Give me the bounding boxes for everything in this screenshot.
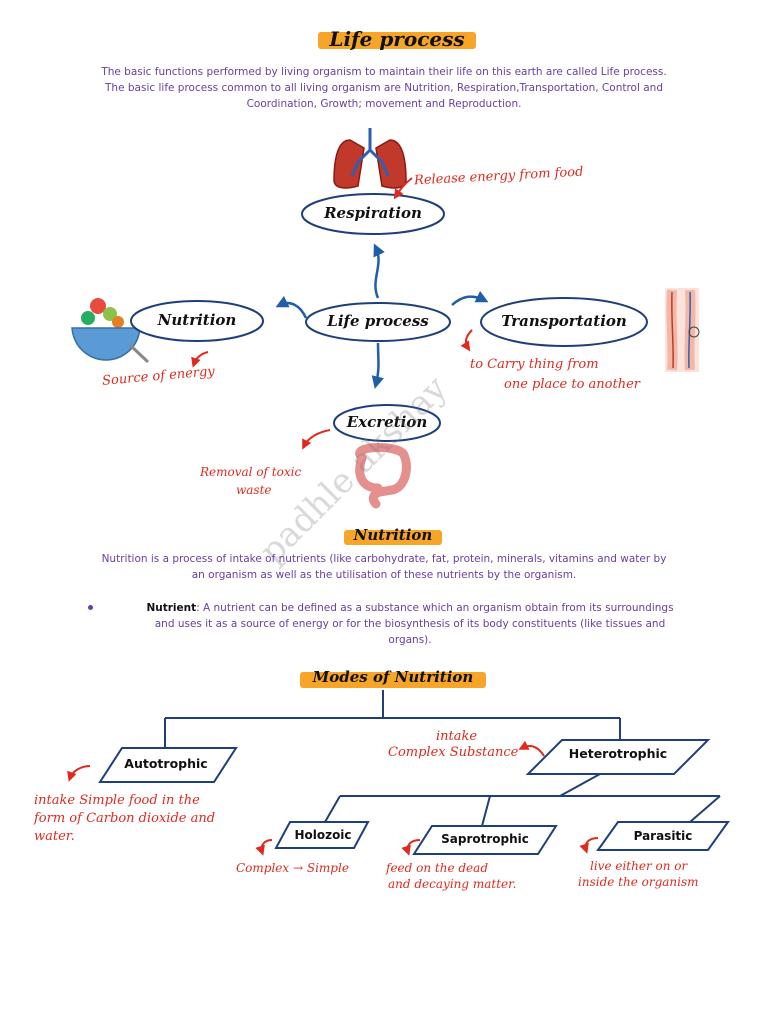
- nutrition-para-line-2: an organism as well as the utilisation o…: [191, 569, 577, 581]
- red-arrow-transport: [460, 329, 473, 352]
- lungs-icon: [333, 128, 407, 189]
- note-auto-3: water.: [34, 829, 75, 844]
- nutrition-para-line-1: Nutrition is a process of intake of nutr…: [101, 553, 667, 565]
- heterotrophic-label: Heterotrophic: [568, 746, 668, 761]
- life-process-label: Life process: [327, 312, 429, 330]
- excretion-oval: [333, 404, 441, 442]
- nutrition-heading-highlight: [344, 530, 442, 545]
- red-arrow-saprotrophic: [401, 839, 421, 856]
- saprotrophic-box: [412, 825, 558, 855]
- life-process-oval: [305, 302, 451, 342]
- salad-bowl-icon: [71, 298, 150, 364]
- holozoic-label: Holozoic: [294, 828, 352, 842]
- note-excretion-1: Removal of toxic: [200, 465, 302, 479]
- bullet-dot: [88, 605, 93, 610]
- note-transport-1: to Carry thing from: [470, 357, 599, 372]
- arrow-to-nutrition: [275, 296, 308, 319]
- modes-tree-diagram: [67, 690, 730, 856]
- arrow-to-excretion: [371, 342, 384, 389]
- nutrition-label: Nutrition: [157, 311, 237, 329]
- transportation-oval: [480, 297, 648, 347]
- excretion-label: Excretion: [346, 413, 428, 431]
- transportation-label: Transportation: [501, 312, 627, 330]
- nutrition-heading: Nutrition: [353, 526, 433, 544]
- intro-line-1: The basic functions performed by living …: [101, 66, 667, 78]
- heterotrophic-box: [525, 739, 711, 775]
- arrow-to-respiration: [373, 243, 385, 299]
- red-arrow-respiration: [393, 177, 413, 200]
- nutrient-definition-1: : A nutrient can be defined as a substan…: [196, 602, 674, 614]
- nutrient-term: Nutrient: [146, 602, 197, 614]
- note-hetero-2: Complex Substance: [388, 745, 519, 760]
- red-arrow-excretion: [302, 429, 331, 450]
- parasitic-label: Parasitic: [633, 829, 693, 843]
- note-para-2: inside the organism: [578, 875, 699, 889]
- respiration-oval: [301, 193, 445, 235]
- note-holozoic: Complex → Simple: [236, 861, 349, 875]
- red-arrow-heterotrophic: [518, 740, 545, 757]
- note-hetero-1: intake: [436, 729, 478, 744]
- page-title: Life process: [329, 27, 465, 51]
- modes-heading-highlight: [300, 672, 486, 688]
- note-excretion-2: waste: [236, 483, 272, 497]
- arrow-to-transportation: [451, 291, 489, 306]
- note-sapro-2: and decaying matter.: [388, 877, 517, 891]
- note-auto-2: form of Carbon dioxide and: [34, 811, 216, 826]
- title-highlight: [318, 32, 476, 49]
- intestine-icon: [355, 443, 411, 509]
- intro-line-3: Coordination, Growth; movement and Repro…: [246, 98, 522, 110]
- modes-heading: Modes of Nutrition: [312, 668, 474, 686]
- nutrient-bullet-line-2: and uses it as a source of energy or for…: [154, 618, 666, 630]
- red-arrow-autotrophic: [67, 765, 91, 782]
- note-para-1: live either on or: [590, 859, 688, 873]
- nutrient-bullet-line-3: organs).: [388, 634, 432, 646]
- autotrophic-box: [98, 747, 238, 783]
- blood-vessels-legs-icon: [665, 288, 700, 372]
- saprotrophic-label: Saprotrophic: [441, 832, 529, 846]
- red-arrow-parasitic: [579, 837, 599, 854]
- respiration-label: Respiration: [324, 204, 422, 222]
- note-sapro-1: feed on the dead: [386, 861, 488, 875]
- note-auto-1: intake Simple food in the: [34, 793, 200, 808]
- parasitic-box: [596, 821, 730, 851]
- note-transport-2: one place to another: [504, 377, 640, 392]
- red-arrow-holozoic: [255, 839, 273, 856]
- autotrophic-label: Autotrophic: [124, 756, 208, 771]
- red-arrow-nutrition: [191, 351, 209, 368]
- intro-line-2: The basic life process common to all liv…: [105, 82, 663, 94]
- holozoic-box: [274, 821, 370, 849]
- nutrition-oval: [130, 300, 264, 342]
- life-process-diagram: [71, 128, 700, 509]
- nutrient-bullet-line-1: Nutrient: A nutrient can be defined as a…: [100, 600, 720, 616]
